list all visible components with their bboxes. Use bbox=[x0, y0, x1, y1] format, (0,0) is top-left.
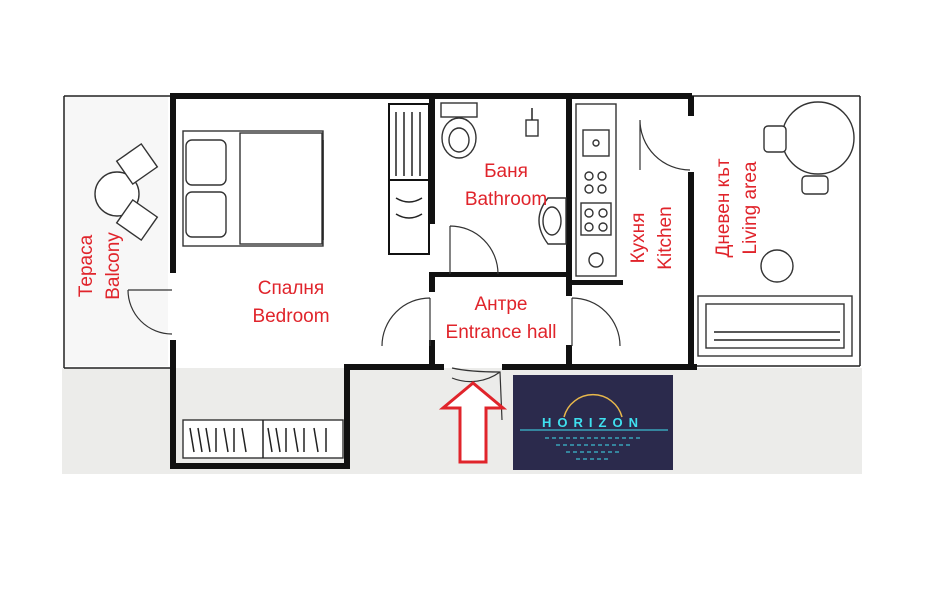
bathroom-bg-label: Баня bbox=[484, 161, 528, 182]
living-en-label: Living area bbox=[740, 161, 761, 254]
bedroom-door bbox=[381, 297, 431, 347]
bedroom-bg-label: Спалня bbox=[258, 278, 324, 299]
label-living: Дневен кът Living area bbox=[713, 158, 761, 257]
bathroom-en-label: Bathroom bbox=[465, 189, 547, 210]
sink-icon bbox=[538, 197, 567, 245]
balcony-table-icon bbox=[94, 142, 159, 242]
bedroom-en-label: Bedroom bbox=[252, 306, 329, 327]
bathroom-door bbox=[449, 225, 499, 275]
balcony-bg-label: Тераса bbox=[76, 234, 97, 297]
wardrobe-icon bbox=[182, 419, 344, 459]
shelf-icon bbox=[388, 103, 430, 255]
label-kitchen: Кухня Kitchen bbox=[628, 206, 676, 269]
label-balcony: Тераса Balcony bbox=[76, 232, 124, 300]
hall-kitchen-door bbox=[571, 297, 621, 347]
entrance-en-label: Entrance hall bbox=[446, 322, 557, 343]
entrance-bg-label: Антре bbox=[474, 294, 527, 315]
kitchen-en-label: Kitchen bbox=[655, 206, 676, 269]
entrance-arrow-icon bbox=[438, 381, 508, 464]
horizon-logo: HORIZON bbox=[513, 375, 673, 470]
toilet-icon bbox=[440, 102, 478, 159]
logo-text: HORIZON bbox=[542, 415, 644, 430]
kitchen-bg-label: Кухня bbox=[628, 213, 649, 264]
stove-icon bbox=[580, 171, 612, 268]
walls bbox=[170, 93, 697, 469]
bed-icon bbox=[182, 130, 324, 247]
balcony-floor bbox=[64, 96, 168, 366]
sofa-icon bbox=[697, 295, 853, 357]
balcony-en-label: Balcony bbox=[103, 232, 124, 300]
kitchen-counter bbox=[575, 103, 617, 277]
shower-icon bbox=[525, 108, 539, 137]
entrance-door bbox=[451, 367, 503, 421]
living-bg-label: Дневен кът bbox=[713, 158, 734, 257]
balcony-door bbox=[127, 289, 173, 335]
kitchen-door bbox=[639, 119, 691, 171]
table-icon bbox=[760, 101, 855, 283]
